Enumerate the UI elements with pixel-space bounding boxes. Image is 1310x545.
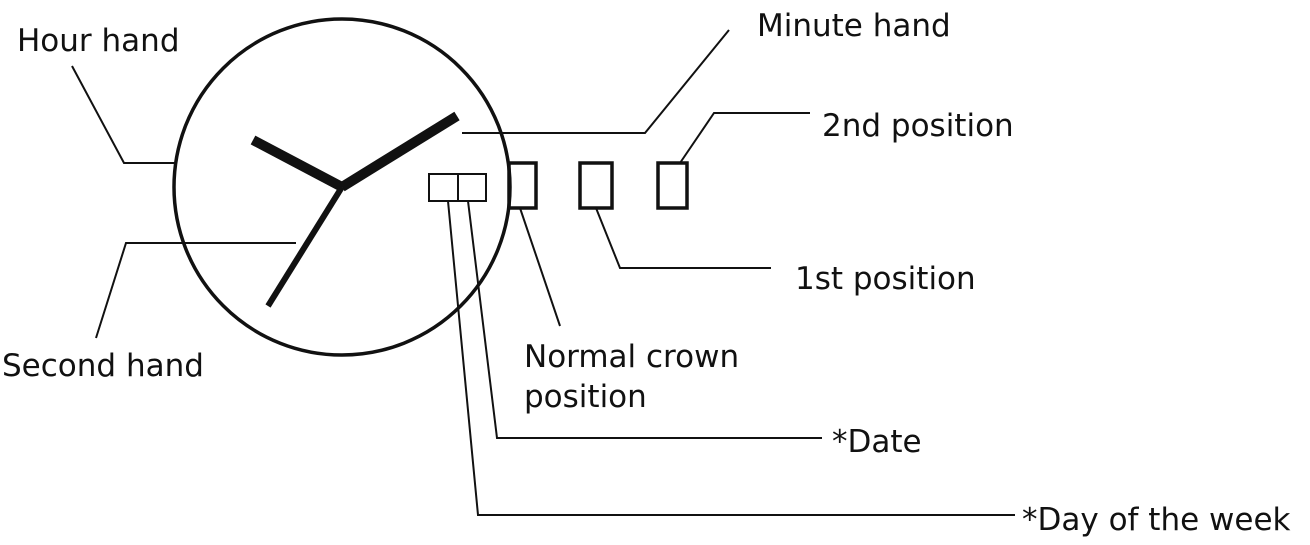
minute-hand-label: Minute hand xyxy=(757,8,951,44)
date-label: *Date xyxy=(832,424,922,460)
hour-hand-leader xyxy=(71,65,177,164)
second-hand-label: Second hand xyxy=(2,348,204,384)
normal-crown-label-line2: position xyxy=(524,379,647,415)
day-of-week-leader xyxy=(447,200,1015,516)
second-position-label: 2nd position xyxy=(822,108,1014,144)
crown-second-position xyxy=(656,161,689,210)
date-leader xyxy=(467,200,822,439)
second-hand-mark xyxy=(265,185,345,308)
crown-normal-position xyxy=(507,161,538,210)
first-position-label: 1st position xyxy=(795,261,976,297)
second-position-leader xyxy=(679,112,810,164)
date-window xyxy=(457,173,487,202)
hour-hand-label: Hour hand xyxy=(17,23,180,59)
day-of-week-label: *Day of the week xyxy=(1022,502,1291,538)
crown-first-position xyxy=(578,161,614,210)
hour-hand-mark xyxy=(250,135,345,192)
normal-crown-leader xyxy=(519,207,561,327)
second-hand-leader xyxy=(95,242,296,339)
first-position-leader xyxy=(595,207,771,269)
day-window xyxy=(428,173,459,202)
minute-hand-mark xyxy=(339,111,460,192)
normal-crown-label-line1: Normal crown xyxy=(524,339,739,375)
minute-hand-leader xyxy=(462,29,730,134)
